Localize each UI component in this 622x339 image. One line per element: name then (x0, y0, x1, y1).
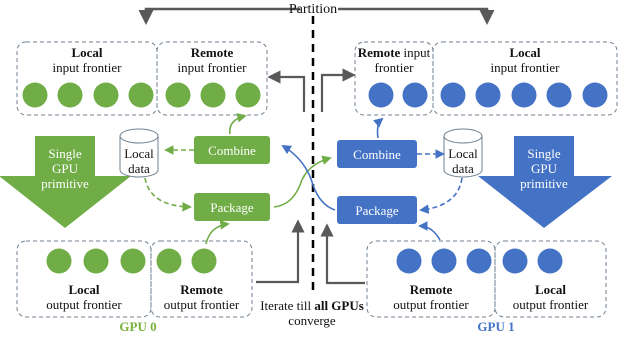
gpu1-package-box (337, 196, 417, 224)
gpu0-flow-arrows (144, 113, 332, 245)
gpu0-output-vertices (46, 248, 217, 274)
gpu1-input-vertices (368, 82, 608, 108)
partition-arrows (138, 7, 495, 25)
gpu1-combine-box (337, 140, 417, 168)
gpu1-combine-label: Combine (353, 147, 401, 162)
gpu0-input-vertices (22, 82, 261, 108)
gpu0-combine-box (194, 136, 270, 164)
gpu1-input-remote-label: Remote input frontier (357, 45, 431, 75)
gpu0-output-local-box (16, 240, 152, 318)
gpu1-output-vertices (396, 248, 563, 274)
gpu0-cylinder-icon (119, 128, 159, 178)
gpu0-primitive-down-arrow-icon (0, 136, 131, 228)
gpu0-package-box (194, 193, 270, 221)
gather-arrows (256, 68, 365, 285)
gpu0-output-remote-box (150, 240, 253, 318)
gpu0-package-label: Package (210, 200, 254, 215)
gpu1-label: GPU 1 (477, 319, 515, 334)
gpu1-output-local-box (494, 240, 607, 318)
gpu0-input-remote-box (156, 41, 268, 116)
iterate-label: Iterate till all GPUs converge (260, 298, 364, 328)
gpu0-label: GPU 0 (119, 319, 157, 334)
gpu1-flow-arrows (281, 117, 463, 241)
partition-label: Partition (288, 2, 338, 17)
gpu1-cylinder-icon (443, 128, 483, 178)
gpu1-package-label: Package (355, 203, 399, 218)
gpu1-input-local-box (432, 41, 618, 116)
gpu1-primitive-down-arrow-icon (478, 136, 612, 228)
gpu0-combine-label: Combine (208, 143, 256, 158)
